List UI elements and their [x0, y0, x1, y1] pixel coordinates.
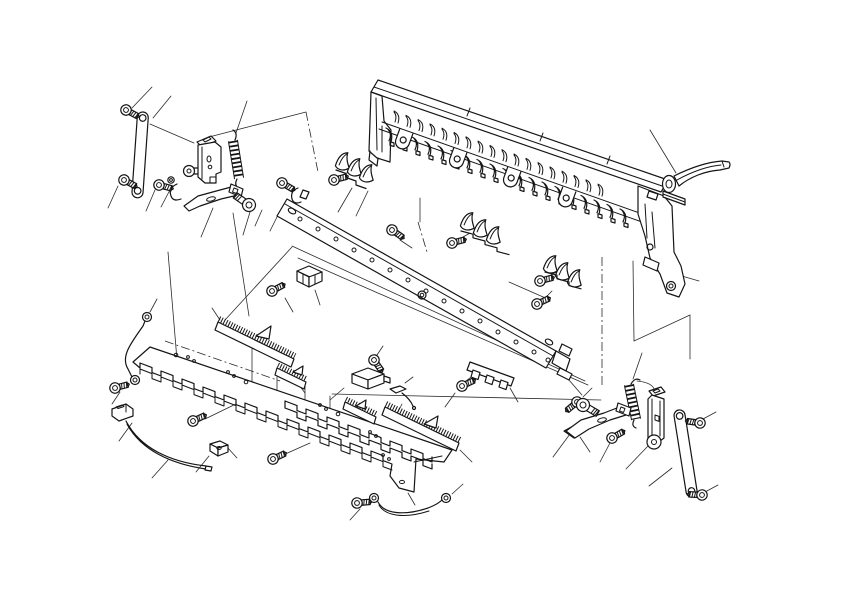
subassembly-top-left: link strap (left) lock bracket (left) ex…	[116, 102, 259, 215]
unit-left-plate	[368, 91, 392, 163]
plate-holes	[173, 352, 391, 461]
subassembly-bottom-right: extension spring (right) release latch l…	[565, 378, 709, 502]
screw	[684, 415, 707, 430]
extension-spring-left: extension spring (left)	[228, 129, 244, 189]
guide-rail: lower guide rail	[276, 189, 573, 381]
comb-strip-1: tooth strip 1	[214, 316, 297, 368]
screw	[529, 292, 554, 312]
paper-holder-set-a: paper holder set A	[327, 150, 377, 190]
screw	[274, 175, 299, 196]
upper-unit: upper paper guide unit release lever	[368, 79, 731, 298]
pointer-flag	[292, 365, 304, 376]
plate-front-strip	[284, 400, 433, 470]
ground-wire-left: ground wire (left)	[124, 311, 153, 386]
pointer-flag	[255, 325, 272, 340]
lock-bracket-right: lock bracket (right)	[646, 386, 666, 450]
screw	[265, 447, 290, 467]
pointer-flag	[355, 399, 367, 410]
c-clip	[291, 187, 302, 204]
screw-and-clip	[274, 175, 302, 204]
ground-wire-bottom: ground wire (bottom)	[368, 492, 452, 517]
rail-bracket-right: rail bracket	[466, 361, 515, 391]
wire-harness: wire harness	[111, 403, 213, 472]
cable-clip: cable clip	[209, 440, 229, 457]
extension-spring-right: extension spring (right)	[624, 378, 641, 429]
rail-clip-left: rail clip	[296, 265, 323, 288]
release-lever: release lever	[661, 160, 731, 206]
pointer-flag	[423, 415, 439, 429]
screw	[604, 425, 629, 446]
sensor-connector: sensor connector	[389, 385, 417, 411]
guide-plate: notched guide plate	[132, 346, 453, 493]
unit-top-cover	[370, 79, 669, 193]
link-strap-left: link strap (left)	[131, 111, 149, 199]
screw	[264, 278, 289, 299]
rail-hole-row	[297, 216, 551, 363]
comb-strip-4: tooth strip 4	[381, 401, 462, 452]
sensor-block: sensor block	[351, 367, 391, 390]
leader-lines	[107, 86, 719, 521]
lock-bracket-left: lock bracket (left)	[182, 135, 222, 184]
paper-holder-set-c: paper holder set C	[533, 253, 585, 290]
comb-strip-3: tooth strip 3	[342, 396, 379, 425]
paper-holder-set-b: paper holder set B	[445, 210, 510, 256]
latch-lever-right: release latch lever (right)	[565, 402, 632, 439]
comb-strip-2: tooth strip 2	[274, 362, 309, 390]
unit-right-side-plate	[637, 185, 686, 298]
screw	[384, 222, 408, 244]
